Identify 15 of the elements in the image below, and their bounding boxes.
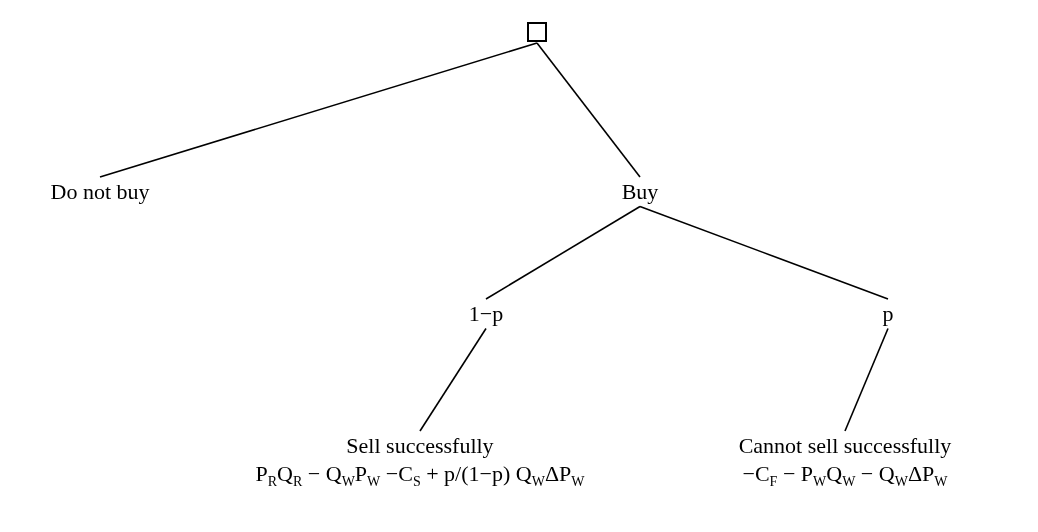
branch-line (485, 205, 641, 300)
node-label: Cannot sell successfully (738, 432, 952, 460)
payoff-formula: −C$_{F}$ − P$_{W}$Q$_{W}$ − Q$_{W}$ΔP$_{W}$ (741, 459, 949, 491)
node-label: Do not buy (50, 178, 150, 206)
branch-line (639, 205, 889, 300)
branch-line (536, 42, 641, 178)
node-label: Sell successfully (345, 432, 495, 460)
node-label: Buy (621, 178, 659, 206)
branch-line (844, 327, 889, 432)
payoff-formula: P$_{R}$Q$_{R}$ − Q$_{W}$P$_{W}$ −C$_{S}$ + p/(1−p) Q$_{W}$ΔP$_{W}$ (255, 459, 585, 491)
branch-line (419, 327, 487, 432)
node-label: p (882, 300, 894, 328)
decision-node (527, 22, 547, 42)
branch-line (99, 42, 538, 178)
node-label: 1−p (468, 300, 504, 328)
